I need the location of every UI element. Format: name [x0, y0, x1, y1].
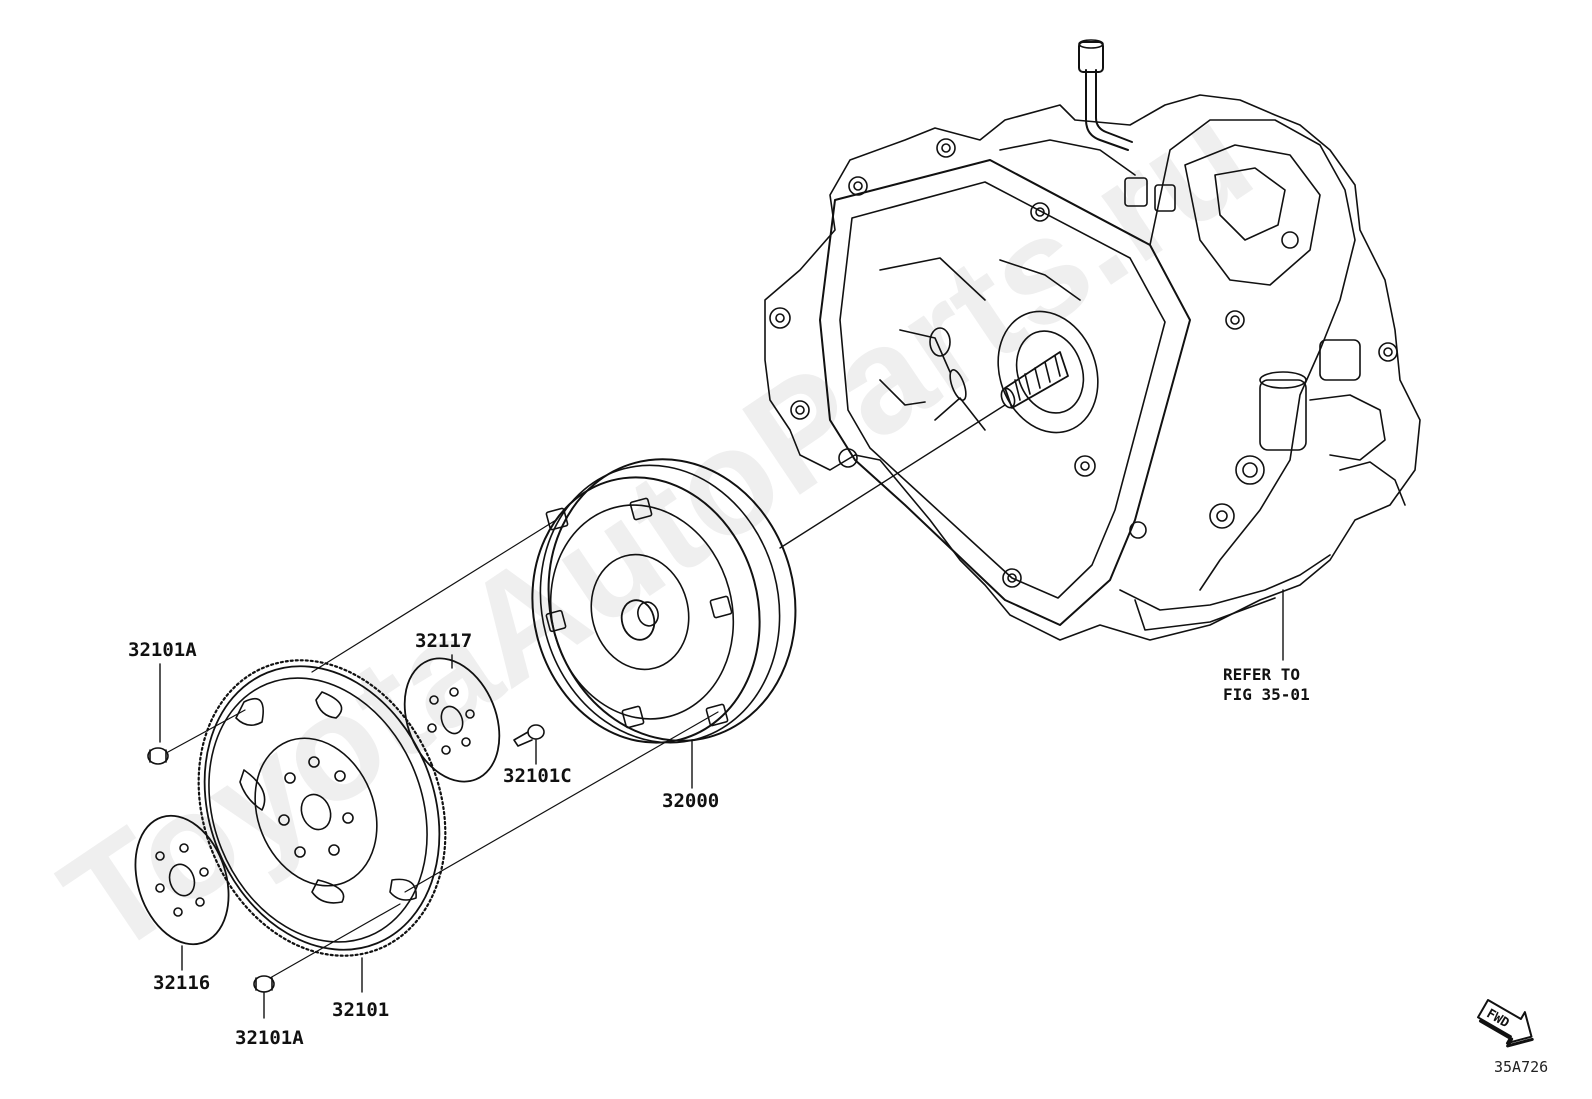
axis-line — [779, 404, 1006, 549]
reference-line-1: REFER TO — [1223, 665, 1301, 684]
part-label-32101[interactable]: 32101 — [332, 999, 390, 1021]
part-label-32116[interactable]: 32116 — [153, 972, 211, 994]
part-label-32000[interactable]: 32000 — [662, 790, 720, 812]
part-label-32101c[interactable]: 32101C — [503, 765, 572, 787]
flange-bolts — [769, 138, 1147, 588]
drive-plate-shape — [197, 659, 447, 993]
part-label-32117[interactable]: 32117 — [415, 630, 473, 652]
bolt-32101a-top-shape — [147, 663, 246, 765]
spacer-plate-shape — [403, 654, 501, 783]
reference-note[interactable]: REFER TO FIG 35-01 — [1223, 665, 1310, 705]
figure-code: 35A726 — [1494, 1058, 1549, 1076]
part-label-32101a-top[interactable]: 32101A — [128, 639, 197, 661]
bolt-32101c-shape — [513, 724, 545, 765]
reference-line-2: FIG 35-01 — [1223, 685, 1310, 704]
transmission-assembly — [764, 39, 1421, 661]
watermark: ToyotaAutoParts.ru — [34, 71, 1279, 987]
bolt-32101a-bottom-shape — [253, 903, 401, 1019]
part-label-32101a-bottom[interactable]: 32101A — [235, 1027, 304, 1049]
fwd-arrow-icon: FWD — [1477, 999, 1534, 1048]
torque-converter-shape — [531, 458, 797, 789]
plate-32116-shape — [134, 814, 230, 971]
